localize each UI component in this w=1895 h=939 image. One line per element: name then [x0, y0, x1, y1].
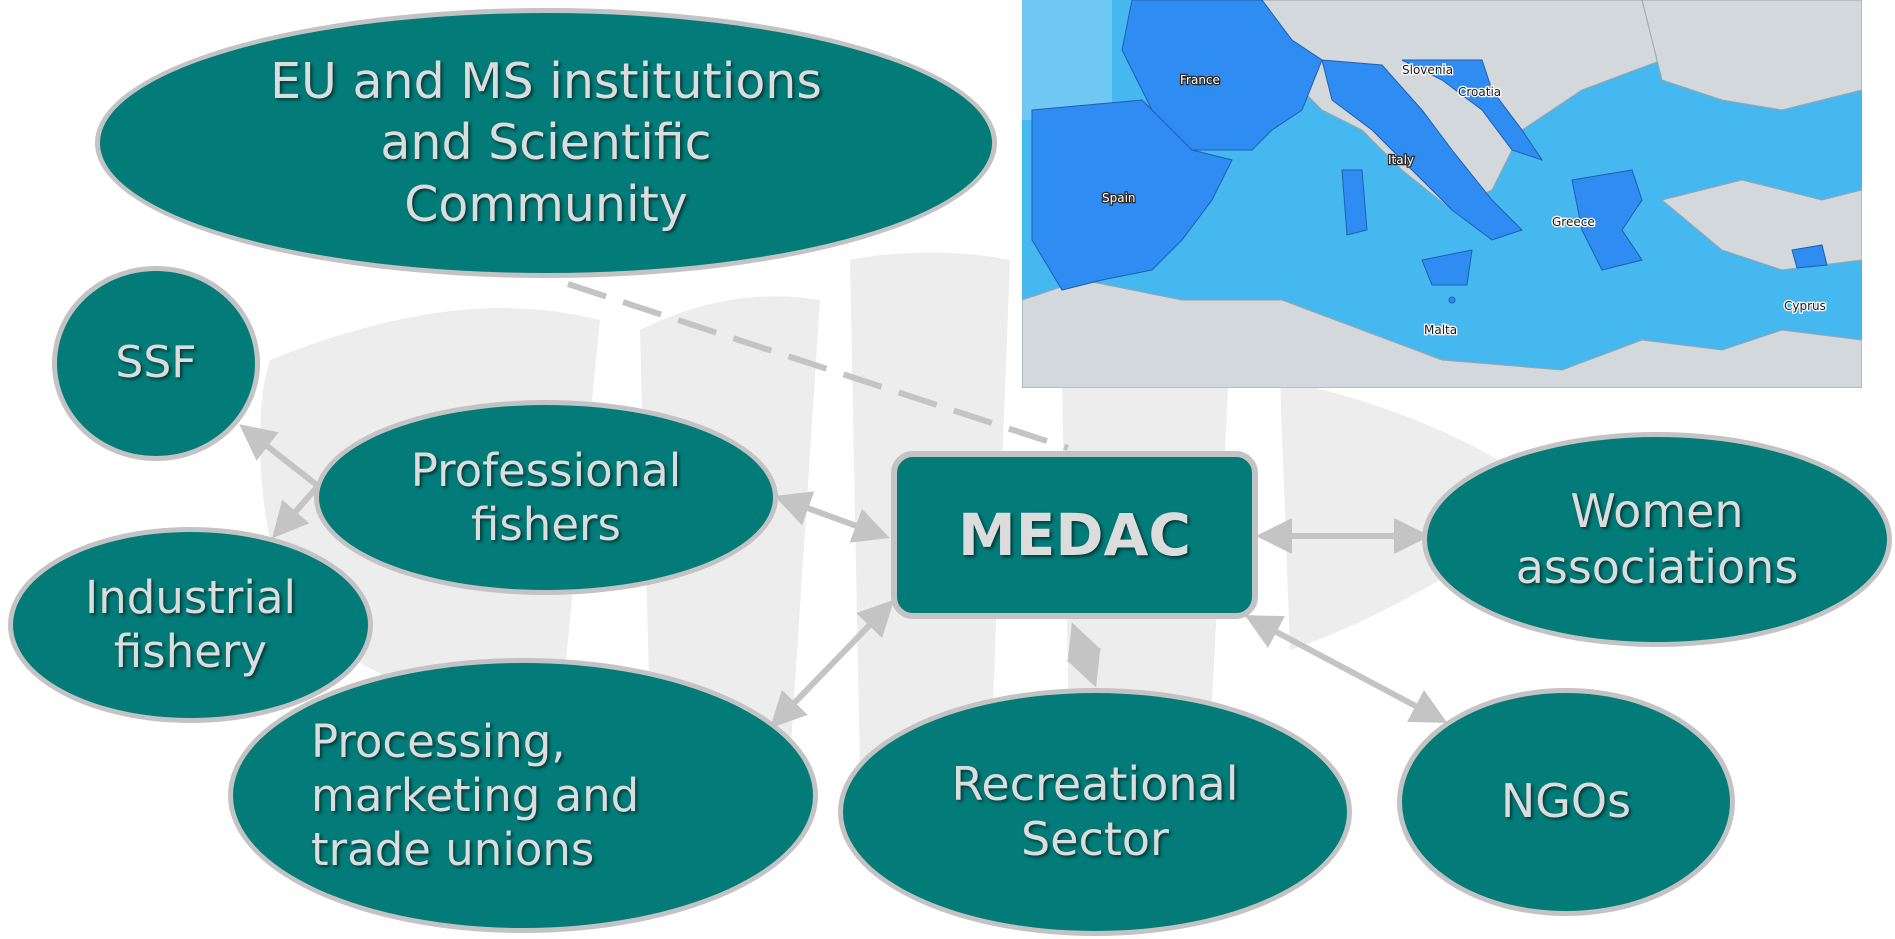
processing-marketing-node: Processing, marketing and trade unions	[228, 658, 818, 933]
medac-center-node: MEDAC	[891, 451, 1258, 619]
node-text-line: fishery	[113, 625, 268, 678]
malta-shape	[1448, 296, 1456, 304]
processing-medac-arrow	[769, 599, 895, 729]
ssf-node: SSF	[52, 266, 260, 461]
node-text-line: Professional	[410, 443, 682, 497]
map-label-france: France	[1180, 73, 1220, 87]
industrial-fishery-node: Industrial fishery	[8, 527, 373, 723]
node-text-line: Processing,	[311, 714, 566, 768]
node-text-line: Sector	[1021, 812, 1169, 866]
node-text-line: EU and MS institutions	[270, 53, 822, 111]
eu-ms-institutions-node: EU and MS institutions and Scientific Co…	[95, 8, 997, 278]
professional-fishers-node: Professional fishers	[314, 400, 778, 595]
cyprus-shape	[1791, 244, 1828, 269]
map-label-croatia: Croatia	[1458, 85, 1501, 99]
node-text-line: Community	[404, 175, 688, 233]
mediterranean-map: France Slovenia Croatia Spain Italy Gree…	[1022, 0, 1862, 388]
node-text-line: NGOs	[1500, 774, 1632, 829]
slovenia-croatia-shape	[1401, 59, 1544, 161]
node-text-line: trade unions	[311, 822, 595, 876]
greece-shape	[1571, 169, 1643, 271]
node-text-line: Recreational	[951, 756, 1239, 811]
professional-medac-arrow	[774, 491, 890, 543]
sicily-shape	[1421, 249, 1473, 286]
node-text-line: fishers	[471, 497, 621, 551]
medac-label: MEDAC	[958, 501, 1191, 569]
map-label-greece: Greece	[1552, 215, 1595, 229]
france-shape	[1121, 0, 1323, 151]
map-label-spain: Spain	[1102, 191, 1136, 205]
map-labels: France Slovenia Croatia Spain Italy Gree…	[1101, 62, 1827, 339]
node-text-line: Women	[1570, 484, 1744, 539]
medac-recreational-arrow	[1066, 622, 1102, 688]
node-text-line: associations	[1515, 539, 1799, 594]
spain-shape	[1031, 99, 1233, 291]
italy-shape	[1321, 59, 1523, 241]
medac-ngos-arrow	[1244, 615, 1448, 723]
women-associations-node: Women associations	[1422, 432, 1892, 647]
node-text-line: and Scientific	[380, 114, 712, 172]
professional-industrial-arrow	[272, 484, 321, 539]
sardinia-shape	[1341, 169, 1368, 236]
node-text-line: SSF	[115, 337, 197, 389]
ngos-node: NGOs	[1397, 688, 1735, 916]
map-label-malta: Malta	[1424, 323, 1457, 337]
recreational-sector-node: Recreational Sector	[838, 688, 1352, 936]
map-label-cyprus: Cyprus	[1784, 299, 1826, 313]
node-text-line: marketing and	[311, 768, 640, 822]
node-text-line: Industrial	[84, 571, 297, 624]
eu-medac-dashed-line	[567, 281, 1069, 451]
map-label-slovenia: Slovenia	[1402, 63, 1453, 77]
professional-ssf-arrow	[239, 424, 320, 489]
map-label-italy: Italy	[1388, 153, 1414, 167]
